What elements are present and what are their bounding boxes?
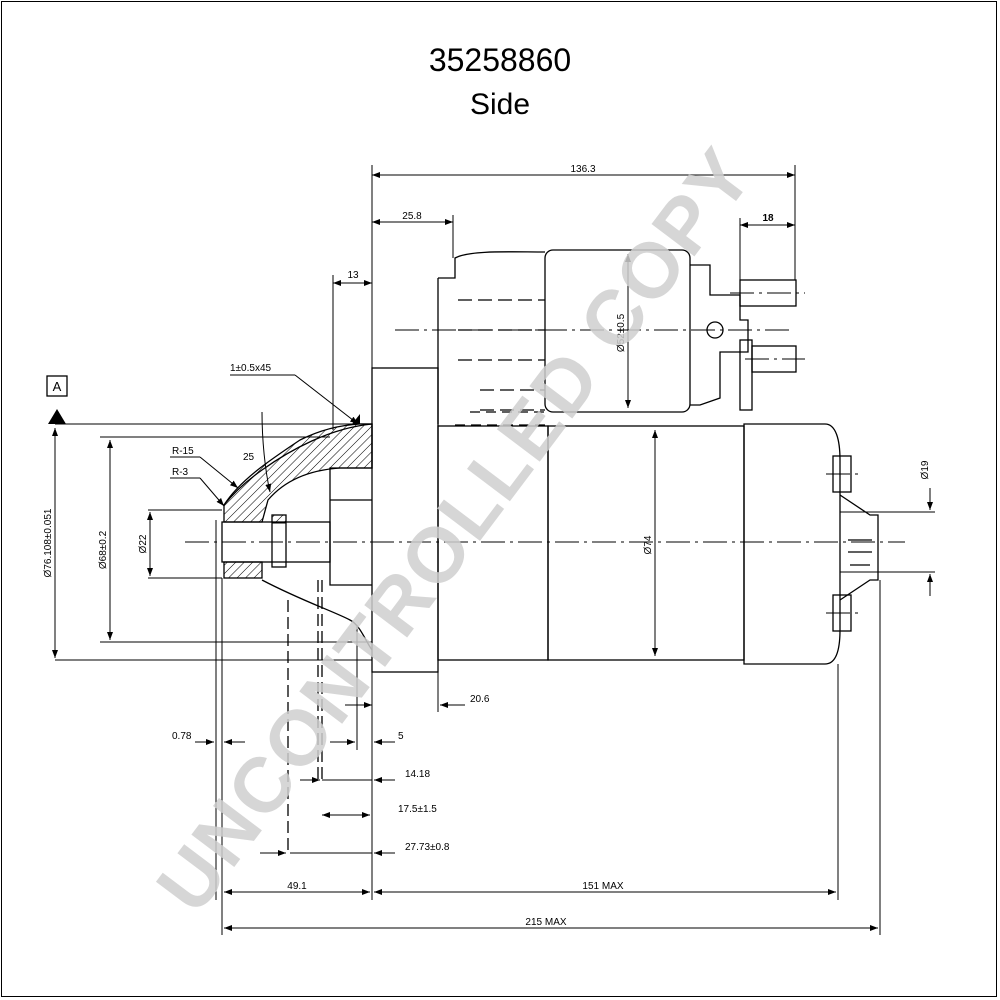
solenoid-body — [544, 249, 691, 413]
r15-leader — [199, 456, 239, 489]
dim-20-6-label: 20.6 — [470, 694, 490, 705]
hatched-key — [271, 514, 287, 524]
chamfer-marker — [352, 414, 360, 424]
dim-18-label: 18 — [762, 213, 774, 224]
internal-hidden-lines — [287, 580, 323, 855]
dimension-labels: A 136.3 25.8 18 13 1±0.5x45 25 R-15 R-3 … — [43, 164, 931, 928]
mounting-flange — [371, 367, 439, 673]
dim-25-8-label: 25.8 — [402, 211, 422, 222]
part-number-title: 35258860 — [428, 42, 572, 78]
commutator-end-cap — [743, 423, 841, 665]
dim-13-label: 13 — [347, 270, 359, 281]
terminal-block — [739, 339, 753, 411]
dim-0-78-label: 0.78 — [172, 731, 192, 742]
dimension-lines — [52, 165, 935, 935]
dim-215-label: 215 MAX — [525, 917, 566, 928]
r3-label: R-3 — [172, 467, 189, 478]
starter-outline — [221, 249, 879, 855]
dim-17-5-label: 17.5±1.5 — [398, 804, 437, 815]
dim-76-label: Ø76.108±0.051 — [43, 508, 54, 577]
hatched-section-upper — [223, 423, 373, 523]
dim-52-label: Ø52±0.5 — [616, 313, 627, 352]
dim-27-73-label: 27.73±0.8 — [405, 842, 450, 853]
dim-136-label: 136.3 — [570, 164, 595, 175]
dim-5-label: 5 — [398, 731, 404, 742]
datum-a-triangle — [48, 409, 66, 424]
center-lines — [185, 292, 905, 614]
r15-label: R-15 — [172, 446, 194, 457]
r3-leader — [199, 477, 225, 507]
chamfer-label: 1±0.5x45 — [230, 363, 272, 374]
dim-49-1-label: 49.1 — [287, 881, 307, 892]
end-boss — [839, 494, 879, 601]
nose-curve-lower — [261, 579, 373, 651]
solenoid-plunger — [455, 411, 545, 426]
solenoid-bracket — [438, 251, 546, 279]
dim-19-label: Ø19 — [920, 460, 931, 479]
drive-end-housing — [437, 425, 549, 661]
dim-14-18-label: 14.18 — [405, 769, 430, 780]
dim-151-label: 151 MAX — [582, 881, 623, 892]
dim-68-label: Ø68±0.2 — [98, 530, 109, 569]
solenoid-internal — [458, 299, 545, 411]
datum-a-label: A — [53, 379, 62, 394]
datum-a-box — [46, 375, 68, 397]
angle-arc — [261, 411, 272, 493]
solenoid-cap — [690, 264, 749, 406]
dim-22-label: Ø22 — [138, 534, 149, 553]
chamfer-leader — [294, 374, 359, 425]
angle-label: 25 — [243, 452, 255, 463]
view-subtitle: Side — [469, 88, 531, 121]
dim-74-label: Ø74 — [643, 535, 654, 554]
hatched-section-lower — [223, 561, 263, 579]
brush-lines — [848, 539, 872, 566]
